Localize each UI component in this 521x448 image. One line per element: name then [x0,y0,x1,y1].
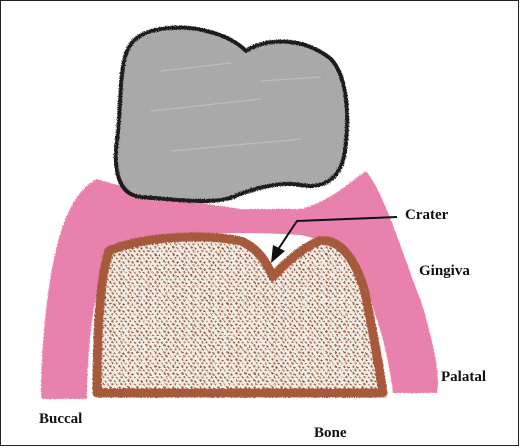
gingiva-label: Gingiva [419,263,470,280]
tooth-crown [116,28,347,201]
crater-label: Crater [405,207,448,224]
bone-label: Bone [314,425,347,442]
buccal-label: Buccal [39,411,82,428]
alveolar-bone [97,237,383,393]
palatal-label: Palatal [441,369,486,386]
